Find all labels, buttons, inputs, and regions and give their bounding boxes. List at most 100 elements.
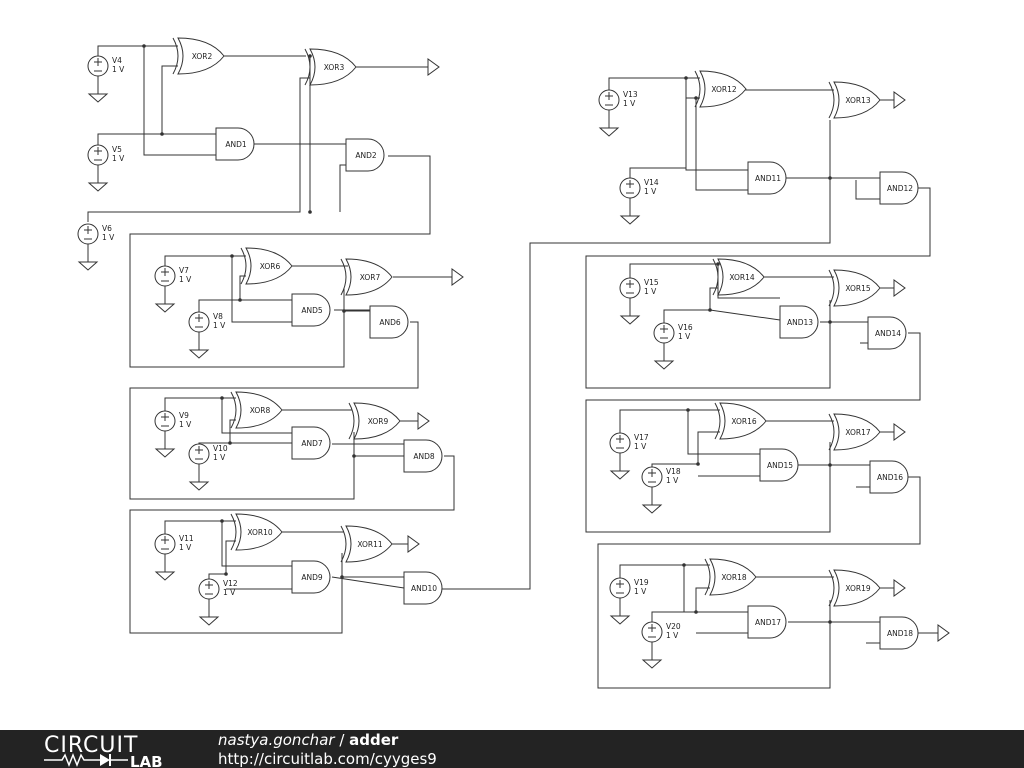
source-value: 1 V	[623, 99, 636, 108]
xor-gate-xor3[interactable]: XOR3	[304, 48, 357, 86]
xor-gate-xor10[interactable]: XOR10	[230, 513, 283, 551]
junction-dot	[684, 76, 688, 80]
gate-label: XOR13	[845, 96, 871, 105]
junction-dot	[694, 610, 698, 614]
and-gate-and14[interactable]: AND14	[867, 316, 907, 350]
xor-gate-xor2[interactable]: XOR2	[172, 37, 225, 75]
and-gate-and9[interactable]: AND9	[291, 560, 331, 594]
gate-label: XOR14	[729, 273, 755, 282]
title-separator: /	[334, 731, 350, 749]
output-terminal-icon	[417, 412, 430, 430]
and-gate-and6[interactable]: AND6	[369, 305, 409, 339]
source-value: 1 V	[634, 442, 647, 451]
source-name: V8	[213, 312, 223, 321]
xor-gate-xor14[interactable]: XOR14	[712, 258, 765, 296]
junction-dot	[682, 563, 686, 567]
and-gate-and7[interactable]: AND7	[291, 426, 331, 460]
output-terminal-icon	[893, 579, 906, 597]
project-url[interactable]: http://circuitlab.com/cyyges9	[218, 750, 437, 768]
gate-label: XOR16	[731, 417, 757, 426]
and-gate-and1[interactable]: AND1	[215, 127, 255, 161]
xor-gate-xor17[interactable]: XOR17	[828, 413, 881, 451]
source-name: V15	[644, 278, 659, 287]
voltage-source-v9[interactable]: V91 V	[154, 410, 192, 458]
gate-label: XOR2	[192, 52, 213, 61]
junction-dot	[828, 463, 832, 467]
source-value: 1 V	[644, 187, 657, 196]
source-value: 1 V	[678, 332, 691, 341]
source-name: V11	[179, 534, 194, 543]
voltage-source-v4[interactable]: V41 V	[87, 55, 125, 103]
junction-dot	[220, 396, 224, 400]
source-value: 1 V	[634, 587, 647, 596]
junction-dot	[828, 620, 832, 624]
gate-label: XOR18	[721, 573, 747, 582]
footer-title: nastya.gonchar / adder	[218, 731, 398, 749]
source-name: V17	[634, 433, 649, 442]
and-gate-and15[interactable]: AND15	[759, 448, 799, 482]
voltage-source-v7[interactable]: V71 V	[154, 265, 192, 313]
source-name: V4	[112, 56, 122, 65]
junction-dot	[230, 254, 234, 258]
xor-gate-xor15[interactable]: XOR15	[828, 269, 881, 307]
xor-gate-xor9[interactable]: XOR9	[348, 402, 401, 440]
and-gate-and17[interactable]: AND17	[747, 605, 787, 639]
output-terminal-icon	[451, 268, 464, 286]
source-name: V18	[666, 467, 681, 476]
logo-brand-line2: LAB	[130, 753, 163, 768]
gate-label: XOR12	[711, 85, 737, 94]
output-terminal-icon	[427, 58, 440, 76]
xor-gate-xor8[interactable]: XOR8	[230, 391, 283, 429]
xor-gate-xor7[interactable]: XOR7	[340, 258, 393, 296]
output-terminal-icon	[407, 535, 420, 553]
and-gate-and2[interactable]: AND2	[345, 138, 385, 172]
and-gate-and13[interactable]: AND13	[779, 305, 819, 339]
xor-gate-xor13[interactable]: XOR13	[828, 81, 881, 119]
output-terminal-icon	[893, 91, 906, 109]
and-gate-and11[interactable]: AND11	[747, 161, 787, 195]
junction-dot	[716, 262, 720, 266]
source-value: 1 V	[213, 321, 226, 330]
voltage-source-v6[interactable]: V61 V	[77, 223, 115, 271]
junction-dot	[228, 441, 232, 445]
output-terminal-icon	[893, 423, 906, 441]
gate-label: AND9	[301, 573, 323, 582]
xor-gate-xor11[interactable]: XOR11	[340, 525, 393, 563]
junction-dot	[220, 519, 224, 523]
source-name: V13	[623, 90, 638, 99]
junction-dot	[238, 298, 242, 302]
source-value: 1 V	[666, 631, 679, 640]
xor-gate-xor16[interactable]: XOR16	[714, 402, 767, 440]
gate-label: AND10	[411, 584, 437, 593]
and-gate-and18[interactable]: AND18	[879, 616, 919, 650]
junction-dot	[142, 44, 146, 48]
voltage-source-v5[interactable]: V51 V	[87, 144, 125, 192]
junction-dot	[308, 54, 312, 58]
xor-gate-xor6[interactable]: XOR6	[240, 247, 293, 285]
xor-gate-xor19[interactable]: XOR19	[828, 569, 881, 607]
and-gate-and12[interactable]: AND12	[879, 171, 919, 205]
and-gate-and16[interactable]: AND16	[869, 460, 909, 494]
voltage-source-v8[interactable]: V81 V	[188, 311, 226, 359]
xor-gate-xor12[interactable]: XOR12	[694, 70, 747, 108]
and-gate-and8[interactable]: AND8	[403, 439, 443, 473]
xor-gate-xor18[interactable]: XOR18	[704, 558, 757, 596]
gate-label: AND6	[379, 318, 401, 327]
project-link[interactable]: adder	[349, 731, 399, 749]
source-value: 1 V	[644, 287, 657, 296]
author-link[interactable]: nastya.gonchar	[218, 731, 335, 749]
and-gate-and5[interactable]: AND5	[291, 293, 331, 327]
and-gate-and10[interactable]: AND10	[403, 571, 443, 605]
